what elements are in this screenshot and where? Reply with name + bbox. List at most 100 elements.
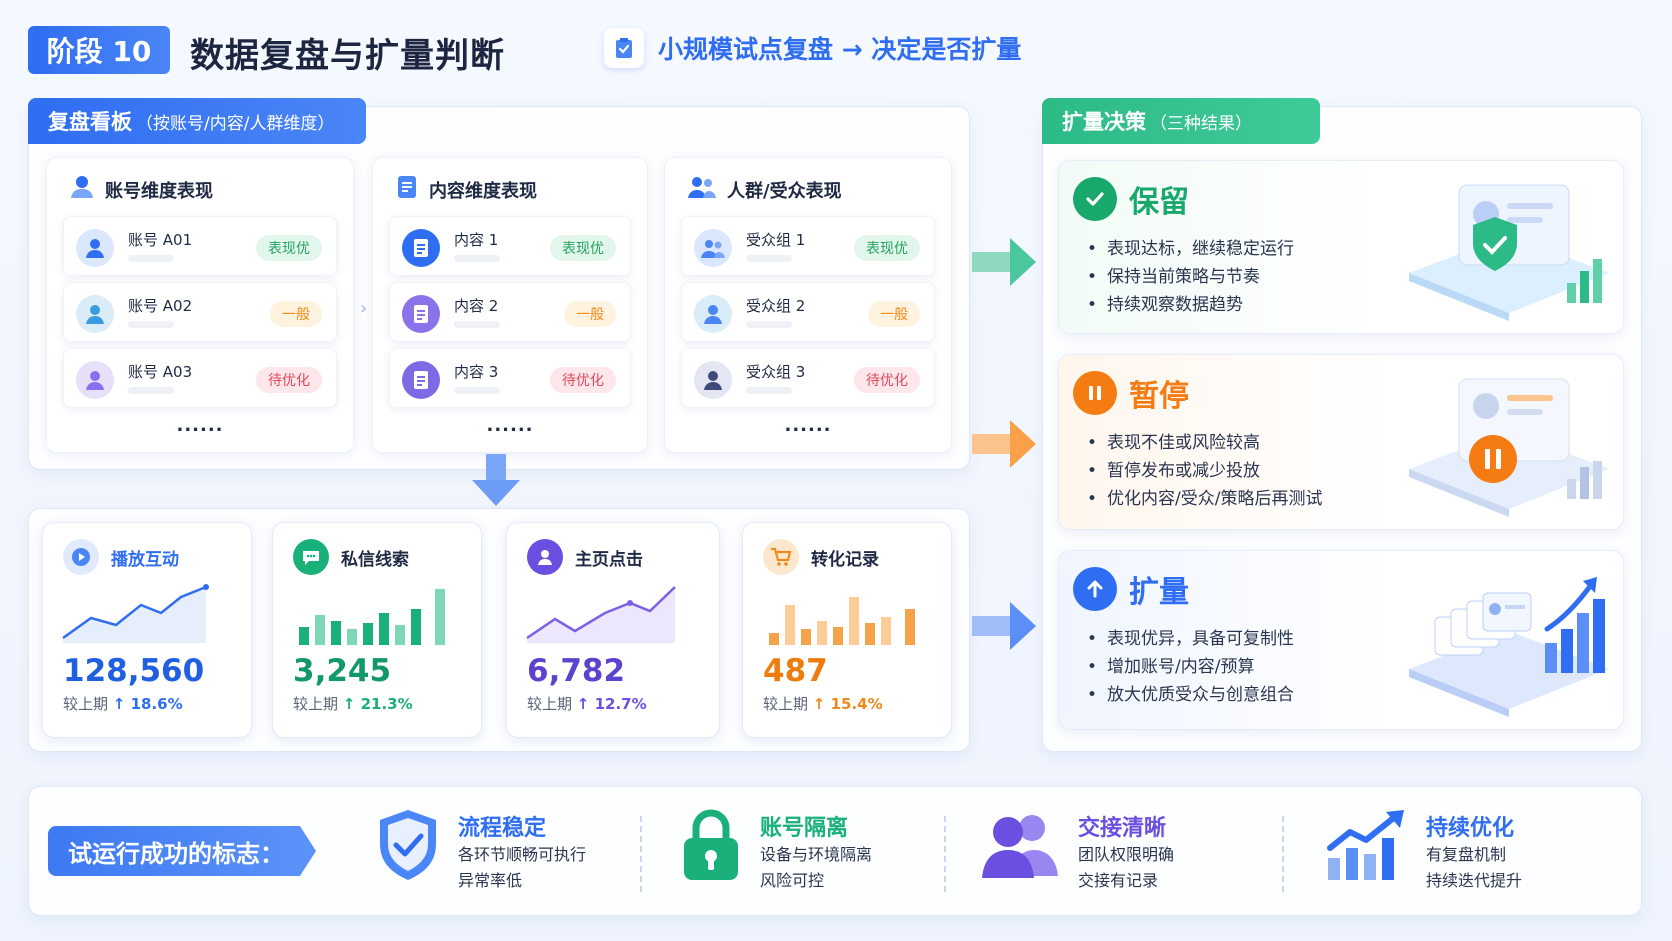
metric-delta: 较上期 ↑ 18.6%: [63, 695, 183, 713]
decision-keep-card[interactable]: 保留 表现达标，继续稳定运行 保持当前策略与节奏 持续观察数据趋势: [1058, 160, 1624, 334]
metric-card-plays[interactable]: 播放互动 128,560 较上期 ↑ 18.6%: [42, 522, 252, 738]
decision-point: 放大优质受众与创意组合: [1087, 681, 1294, 709]
success-criteria-label: 试运行成功的标志：: [48, 826, 316, 876]
column-title: 人群/受众表现: [727, 180, 842, 202]
row-name: 内容 3: [454, 363, 499, 381]
metric-label: 主页点击: [575, 549, 643, 570]
list-item[interactable]: 账号 A01 表现优: [63, 216, 337, 276]
row-name: 账号 A02: [128, 297, 193, 315]
success-item-title: 流程稳定: [458, 816, 547, 841]
status-badge: 待优化: [256, 367, 322, 393]
document-icon: [402, 229, 440, 267]
metric-card-leads[interactable]: 私信线索 3,245 较上期 ↑ 21.3%: [272, 522, 482, 738]
stage-badge: 阶段 10: [28, 26, 170, 74]
status-badge: 待优化: [854, 367, 920, 393]
avatar: [76, 295, 114, 333]
status-badge: 一般: [564, 301, 616, 327]
metric-card-profile-clicks[interactable]: 主页点击 6,782 较上期 ↑ 12.7%: [506, 522, 720, 738]
divider: [1282, 816, 1284, 892]
avatar: [76, 361, 114, 399]
more-indicator: ......: [784, 415, 832, 436]
check-circle-icon: [1073, 177, 1117, 221]
lock-icon: [680, 808, 742, 886]
more-indicator: ......: [176, 415, 224, 436]
success-item-title: 账号隔离: [760, 816, 849, 841]
decision-point: 表现优异，具备可复制性: [1087, 625, 1294, 653]
success-item-isolation: 账号隔离 设备与环境隔离 风险可控: [680, 808, 872, 894]
decision-scale-card[interactable]: 扩量 表现优异，具备可复制性 增加账号/内容/预算 放大优质受众与创意组合: [1058, 550, 1624, 730]
list-item[interactable]: 内容 1 表现优: [389, 216, 631, 276]
document-icon: [402, 361, 440, 399]
success-item-line: 持续迭代提升: [1426, 871, 1523, 890]
metric-label: 私信线索: [341, 549, 409, 570]
placeholder-bar: [454, 321, 500, 328]
row-name: 受众组 2: [746, 297, 806, 315]
success-item-line: 风险可控: [760, 871, 825, 890]
shield-check-icon: [376, 808, 440, 886]
content-dimension-card: 内容维度表现 内容 1 表现优 内容 2 一般 内容 3 待优化 ......: [372, 157, 648, 453]
placeholder-bar: [746, 321, 792, 328]
list-item[interactable]: 受众组 1 表现优: [681, 216, 935, 276]
avatar: [694, 295, 732, 333]
subtitle-block: 小规模试点复盘 → 决定是否扩量: [604, 28, 1021, 68]
growth-cards-illustration: [1409, 577, 1609, 717]
arrow-down-icon: [470, 454, 522, 512]
team-icon: [980, 808, 1060, 884]
decision-option-title: 保留: [1129, 185, 1189, 220]
status-badge: 一般: [270, 301, 322, 327]
user-icon: [69, 174, 95, 205]
account-dimension-card: 账号维度表现 账号 A01 表现优 账号 A02 一般 账号 A03 待优化 .…: [46, 157, 354, 453]
decision-point: 保持当前策略与节奏: [1087, 263, 1294, 291]
list-item[interactable]: 内容 2 一般: [389, 282, 631, 342]
success-item-title: 交接清晰: [1078, 816, 1167, 841]
profile-icon: [527, 539, 563, 575]
list-item[interactable]: 账号 A03 待优化: [63, 348, 337, 408]
pause-dashboard-illustration: [1409, 378, 1609, 517]
list-item[interactable]: 内容 3 待优化: [389, 348, 631, 408]
metric-label: 转化记录: [811, 549, 879, 570]
placeholder-bar: [128, 387, 174, 394]
clipboard-check-icon: [604, 28, 644, 68]
success-item-handover: 交接清晰 团队权限明确 交接有记录: [980, 808, 1174, 894]
decision-points: 表现达标，继续稳定运行 保持当前策略与节奏 持续观察数据趋势: [1087, 235, 1294, 319]
play-icon: [63, 539, 99, 575]
audience-dimension-card: 人群/受众表现 受众组 1 表现优 受众组 2 一般 受众组 3 待优化 ...…: [664, 157, 952, 453]
column-title: 内容维度表现: [429, 180, 537, 202]
review-board-note: （按账号/内容/人群维度）: [136, 113, 335, 134]
success-item-line: 各环节顺畅可执行: [458, 845, 587, 864]
row-name: 内容 2: [454, 297, 499, 315]
decision-pause-card[interactable]: 暂停 表现不佳或风险较高 暂停发布或减少投放 优化内容/受众/策略后再测试: [1058, 354, 1624, 530]
bar-sparkline-chart: [769, 597, 915, 645]
metric-value: 6,782: [527, 653, 626, 689]
document-icon: [402, 295, 440, 333]
divider: [640, 816, 642, 892]
list-item[interactable]: 受众组 2 一般: [681, 282, 935, 342]
placeholder-bar: [454, 387, 500, 394]
metric-value: 128,560: [63, 653, 205, 689]
placeholder-bar: [128, 255, 174, 262]
success-item-line: 设备与环境隔离: [760, 845, 873, 864]
shield-dashboard-illustration: [1409, 184, 1609, 321]
metric-value: 487: [763, 653, 828, 689]
decision-title: 扩量决策: [1062, 110, 1146, 134]
decision-point: 表现不佳或风险较高: [1087, 429, 1323, 457]
arrow-right-icon: [972, 600, 1038, 656]
metric-value: 3,245: [293, 653, 392, 689]
decision-point: 优化内容/受众/策略后再测试: [1087, 485, 1322, 513]
avatar: [76, 229, 114, 267]
success-criteria-panel: [28, 786, 1642, 916]
metric-card-conversions[interactable]: 转化记录 487 较上期 ↑ 15.4%: [742, 522, 952, 738]
metric-delta: 较上期 ↑ 21.3%: [293, 695, 413, 713]
placeholder-bar: [746, 255, 792, 262]
decision-option-title: 暂停: [1129, 379, 1189, 414]
column-title: 账号维度表现: [105, 180, 213, 202]
list-item[interactable]: 受众组 3 待优化: [681, 348, 935, 408]
row-name: 账号 A03: [128, 363, 193, 381]
divider: [944, 816, 946, 892]
arrow-up-circle-icon: [1073, 567, 1117, 611]
success-item-line: 团队权限明确: [1078, 845, 1175, 864]
decision-point: 表现达标，继续稳定运行: [1087, 235, 1294, 263]
chevron-right-icon: ›: [360, 298, 368, 319]
list-item[interactable]: 账号 A02 一般: [63, 282, 337, 342]
review-board-title: 复盘看板: [48, 110, 132, 134]
